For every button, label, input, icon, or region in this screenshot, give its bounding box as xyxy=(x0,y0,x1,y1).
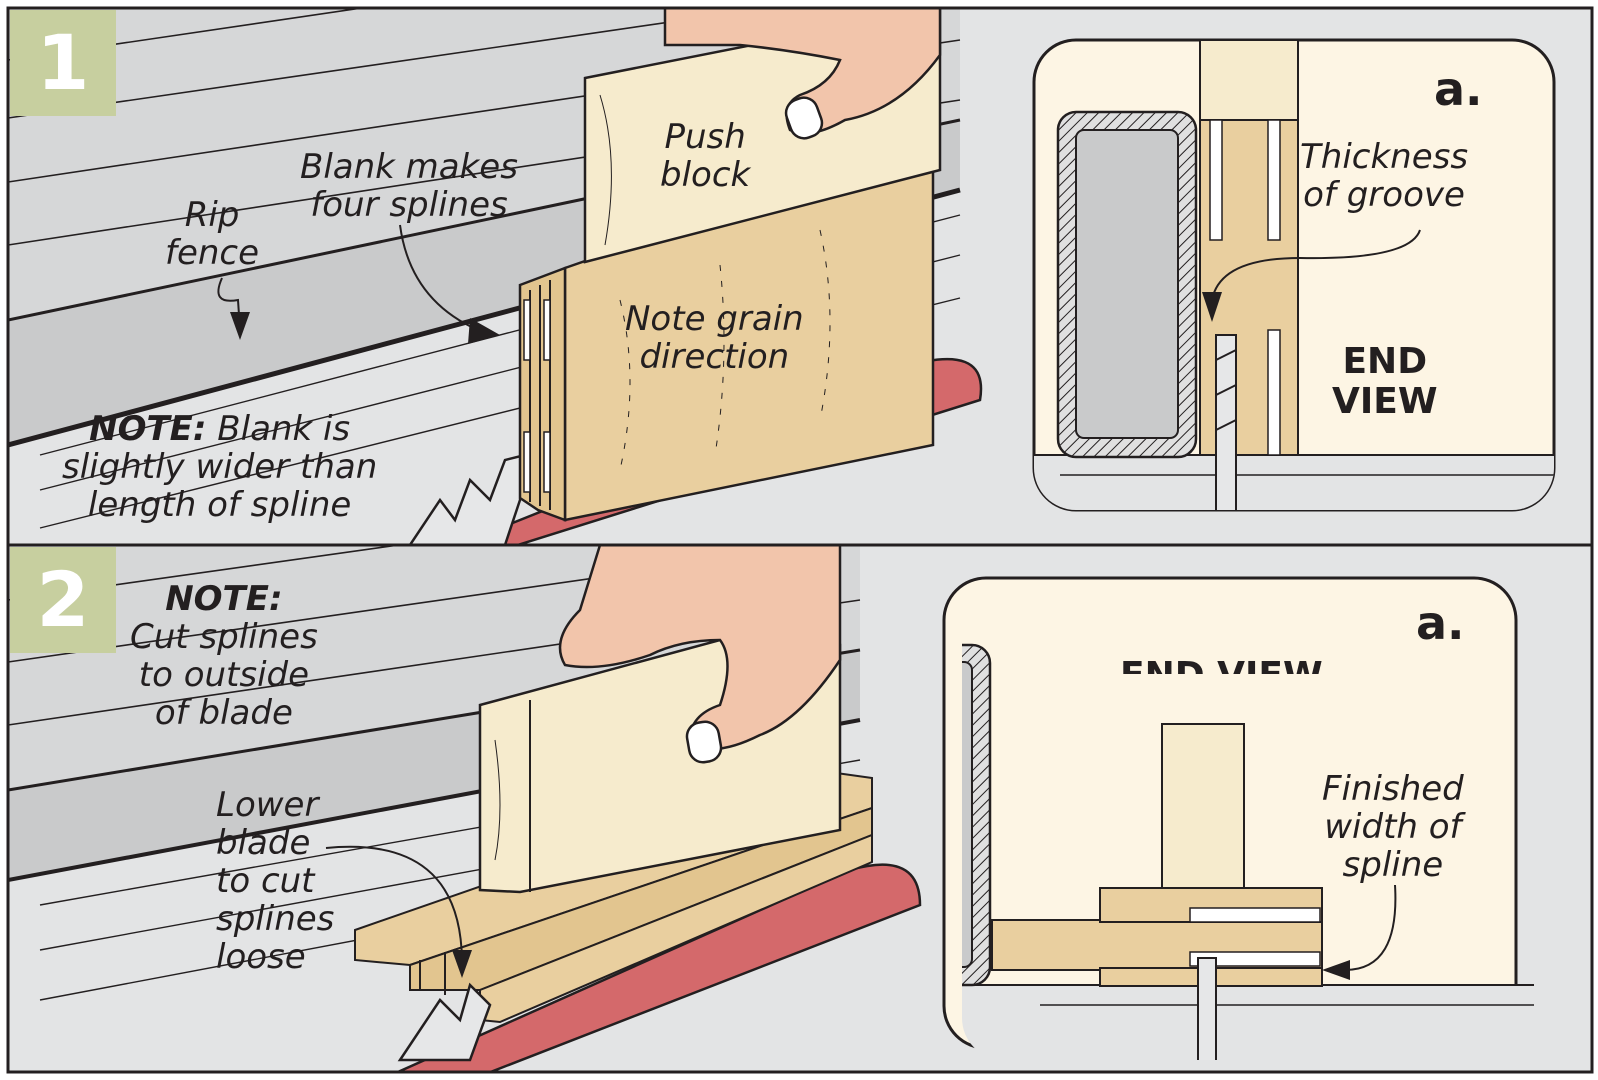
step-2-badge: 2 xyxy=(10,547,116,653)
hand-2 xyxy=(558,545,842,751)
rip-fence-label: Rip fence xyxy=(165,195,260,273)
push-block-label: Push block xyxy=(660,117,751,195)
panel-2-frame xyxy=(6,543,1594,1074)
thickness-of-groove-label: Thickness of groove xyxy=(1300,137,1469,215)
inset-1-end-view xyxy=(1032,38,1556,512)
finished-width-label: Finished width of spline xyxy=(1322,769,1464,885)
panel-2-scene xyxy=(8,545,1592,1072)
groove-arrow xyxy=(1202,292,1222,322)
step-1-badge: 1 xyxy=(10,10,116,116)
blank-makes-label: Blank makes four splines xyxy=(300,147,518,225)
blank-end-with-grooves xyxy=(518,266,567,522)
inset-2-end-view xyxy=(942,576,1534,1060)
lower-blade-label: Lower blade to cut splines loose xyxy=(216,785,335,977)
spline-width-arrow xyxy=(1322,960,1350,980)
saw-blade xyxy=(408,453,527,545)
inset-2-letter: a. xyxy=(1416,596,1465,650)
note-cut-splines: NOTE: Cut splines to outside of blade xyxy=(130,579,318,733)
blade-section xyxy=(1215,334,1237,510)
panel-1-scene xyxy=(8,8,1592,545)
note-blank-wider: NOTE: Blank is slightly wider than lengt… xyxy=(62,409,378,525)
note-grain-label: Note grain direction xyxy=(625,299,804,377)
end-view-label: END VIEW xyxy=(1332,341,1438,422)
lower-blade-arrow xyxy=(452,950,472,978)
inset-1-letter: a. xyxy=(1434,62,1483,116)
end-view-partial-label: END VIEW xyxy=(1120,652,1323,674)
rip-fence-arrow xyxy=(230,312,250,340)
blade-section-2 xyxy=(1197,957,1217,1060)
saw-blade-2 xyxy=(397,982,492,1062)
blank-arrow xyxy=(468,318,500,344)
